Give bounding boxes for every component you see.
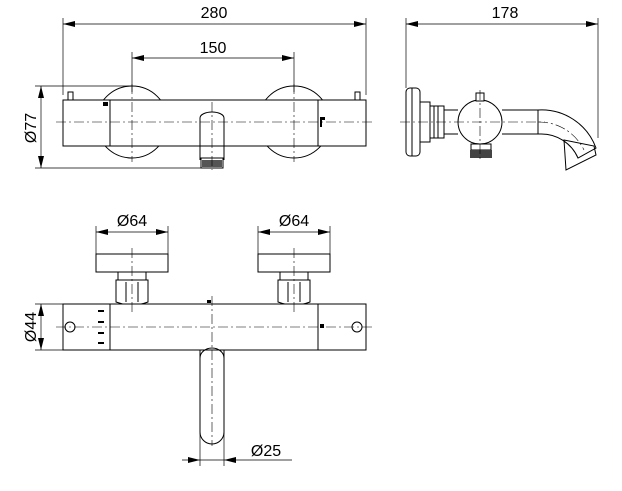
dimension-left-handle-64: Ø64 (95, 213, 169, 256)
dimension-left-handle-64-label: Ø64 (117, 213, 147, 230)
front-elevation-view: 280 150 Ø77 (23, 5, 374, 170)
dimension-height-77: Ø77 (23, 85, 206, 169)
dimension-280-label: 280 (201, 5, 228, 22)
dimension-178-label: 178 (492, 5, 519, 22)
dimension-150-label: 150 (200, 40, 227, 57)
dimension-spout-25: Ø25 (182, 432, 292, 466)
dimension-height-77-label: Ø77 (23, 113, 40, 143)
dimension-spout-25-label: Ø25 (251, 443, 281, 460)
spout-side (502, 109, 597, 159)
side-view: 178 (400, 5, 599, 171)
dimension-right-handle-64: Ø64 (257, 213, 331, 256)
top-view: Ø64 Ø64 Ø44 (23, 213, 374, 466)
dimension-150: 150 (131, 40, 295, 92)
valve-body-front (62, 99, 367, 147)
dimension-178: 178 (405, 5, 599, 138)
dimension-280: 280 (62, 5, 367, 95)
dimension-body-44-label: Ø44 (23, 312, 40, 342)
dimension-right-handle-64-label: Ø64 (279, 213, 309, 230)
dimension-body-44: Ø44 (23, 303, 110, 351)
